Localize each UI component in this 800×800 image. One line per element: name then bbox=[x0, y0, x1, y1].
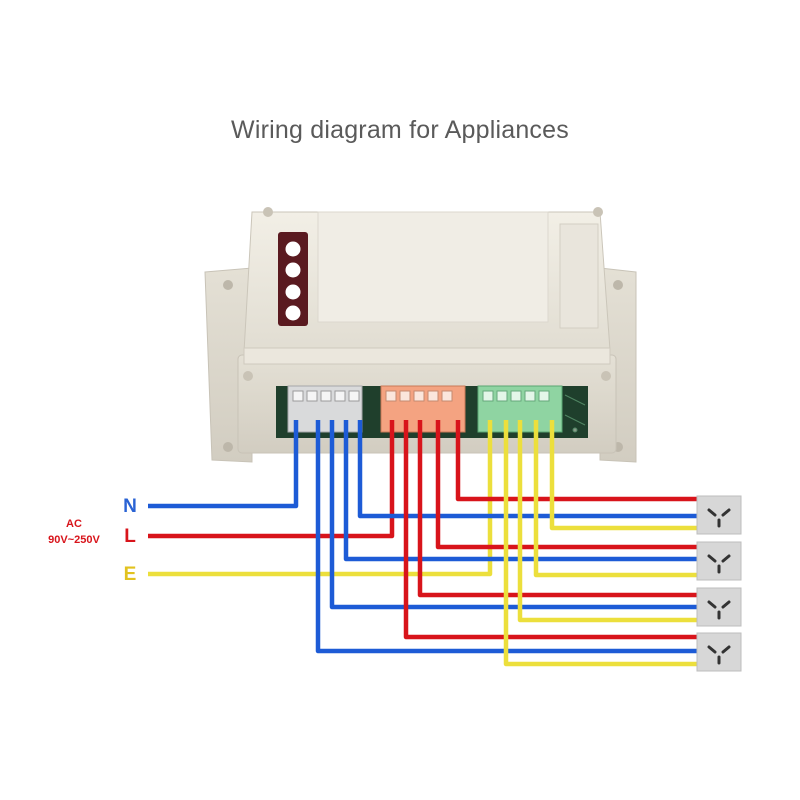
power-outlet-icon bbox=[696, 632, 742, 672]
lid-screw bbox=[593, 207, 603, 217]
neutral-wire-outlet-1 bbox=[357, 420, 700, 519]
circuit-board-traces bbox=[564, 394, 586, 433]
lid-screw bbox=[243, 371, 253, 381]
live-wire-outlet-4 bbox=[403, 420, 700, 640]
earth-label: E bbox=[124, 564, 137, 585]
mounting-hole bbox=[613, 280, 623, 290]
live-wire-outlet-3 bbox=[417, 420, 700, 598]
terminal-block-gray bbox=[287, 385, 363, 433]
led-indicator bbox=[285, 241, 301, 257]
live-wire-outlet-2 bbox=[435, 420, 700, 550]
earth-wire-outlet-4 bbox=[503, 420, 700, 667]
led-indicator bbox=[285, 262, 301, 278]
earth-wire-outlet-1 bbox=[549, 420, 700, 531]
ac-label: AC bbox=[66, 518, 82, 530]
lid-label-strip bbox=[559, 223, 599, 329]
live-wire-outlet-1 bbox=[455, 420, 700, 502]
device-front-lip bbox=[243, 347, 611, 365]
earth-wire-outlet-3 bbox=[517, 420, 700, 623]
led-indicator-panel bbox=[278, 232, 308, 326]
power-outlet-icon bbox=[696, 587, 742, 627]
earth-wire-outlet-2 bbox=[533, 420, 700, 578]
power-outlet-icon bbox=[696, 495, 742, 535]
neutral-wire-outlet-4 bbox=[315, 420, 700, 654]
live-label: L bbox=[124, 526, 136, 547]
terminal-block-orange bbox=[380, 385, 466, 433]
outlets bbox=[696, 495, 742, 672]
voltage-label: 90V~250V bbox=[48, 534, 100, 546]
power-outlet-icon bbox=[696, 541, 742, 581]
lid-screw bbox=[263, 207, 273, 217]
neutral-label: N bbox=[123, 496, 137, 517]
led-indicator bbox=[285, 305, 301, 321]
mounting-hole bbox=[223, 280, 233, 290]
diagram-title: Wiring diagram for Appliances bbox=[231, 116, 569, 144]
neutral-wire-outlet-2 bbox=[343, 420, 700, 562]
lid-screw bbox=[601, 371, 611, 381]
lid-raised-panel bbox=[317, 211, 549, 323]
wires bbox=[148, 420, 700, 667]
earth-supply-wire bbox=[148, 420, 493, 577]
neutral-wire-outlet-3 bbox=[329, 420, 700, 610]
led-indicator bbox=[285, 284, 301, 300]
neutral-supply-wire bbox=[148, 420, 299, 509]
mounting-hole bbox=[223, 442, 233, 452]
live-supply-wire bbox=[148, 420, 395, 539]
